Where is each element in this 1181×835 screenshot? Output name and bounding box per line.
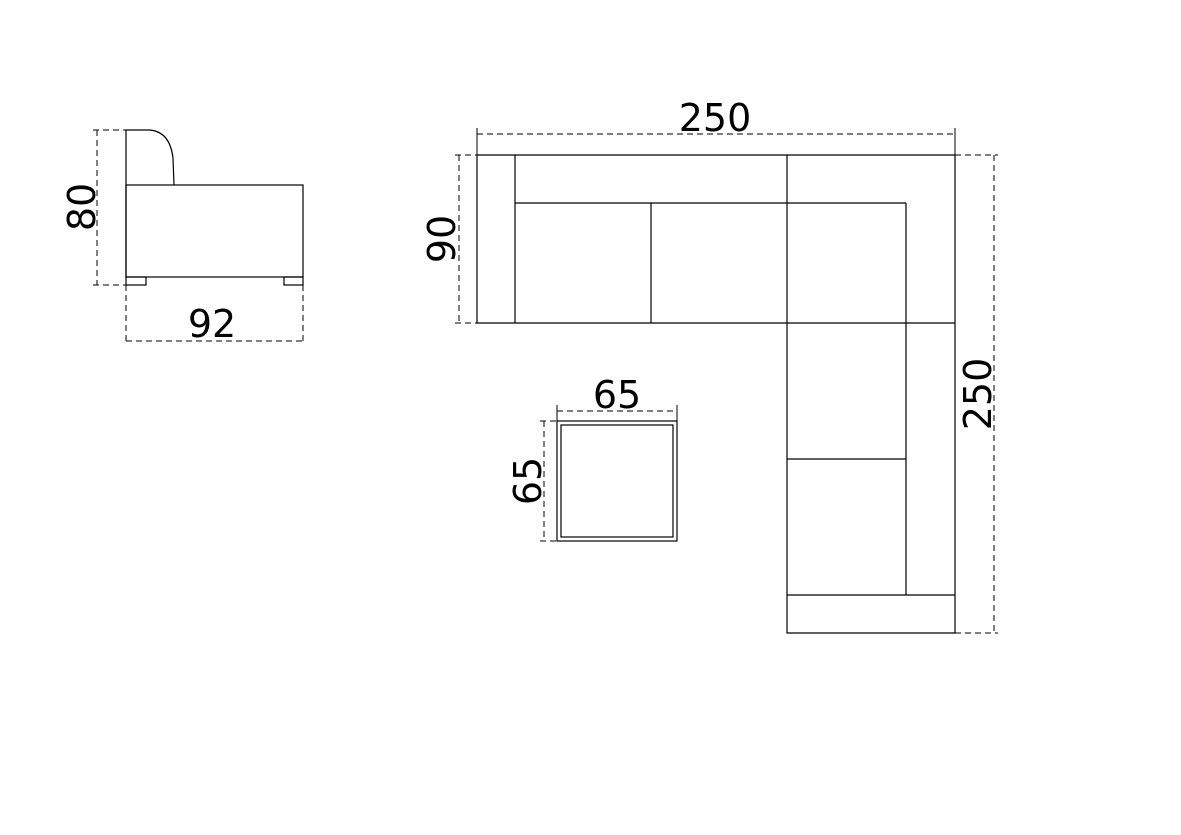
table-outer-edge: [556, 420, 678, 542]
sofa-outer-outline: [476, 154, 956, 634]
side-foot-right: [283, 276, 304, 286]
sofa-width-label: 250: [679, 96, 752, 140]
table-width-label: 65: [593, 373, 641, 417]
sofa-plan: 250 90 250: [420, 96, 1000, 634]
side-backrest: [126, 129, 175, 186]
side-foot-left: [125, 276, 147, 286]
side-depth-label: 92: [188, 302, 236, 346]
side-height-label: 80: [60, 183, 104, 231]
side-seat-body: [125, 184, 304, 278]
sofa-length-label: 250: [956, 358, 1000, 431]
table-inner-edge: [560, 424, 674, 538]
coffee-table: 65 65: [506, 373, 678, 542]
side-view: 80 92: [60, 129, 304, 346]
table-depth-label: 65: [506, 457, 550, 505]
sofa-depth-label: 90: [420, 215, 464, 263]
